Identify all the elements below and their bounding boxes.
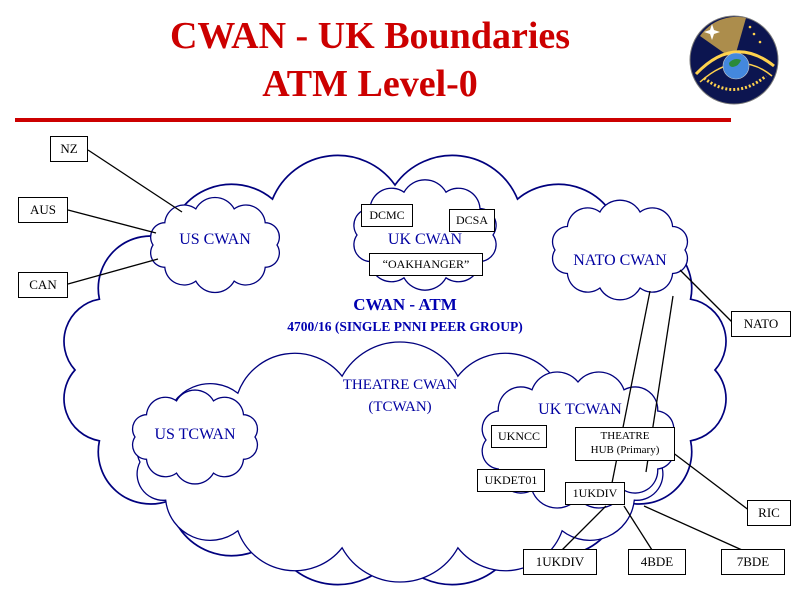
logo-dot-3	[748, 25, 752, 29]
node-box-ukncc: UKNCC	[491, 425, 547, 448]
node-box-dcmc: DCMC	[361, 204, 413, 227]
logo-dot-1	[752, 32, 756, 36]
logo-arc-text	[703, 74, 767, 91]
node-box-oakhanger: “OAKHANGER”	[369, 253, 483, 276]
node-box-ukdet01: UKDET01	[477, 469, 545, 492]
node-box-theatre-hub: THEATRE HUB (Primary)	[575, 427, 675, 461]
theatre-cwan-label-line2: (TCWAN)	[368, 399, 432, 415]
connector-hub-ric	[671, 451, 751, 512]
theatre-hub-line1: THEATRE	[600, 430, 650, 442]
us-cwan-cloud	[150, 196, 280, 294]
nato-cwan-cloud	[551, 199, 689, 301]
connector-natocwan-nato	[679, 269, 733, 323]
theatre-hub-line2: HUB (Primary)	[590, 443, 660, 456]
node-box-nato: NATO	[731, 311, 791, 338]
slide-title-line1: CWAN - UK Boundaries	[169, 15, 571, 57]
uk-cwan-label: UK CWAN	[387, 231, 463, 248]
node-box-1ukdiv: 1UKDIV	[523, 549, 597, 576]
logo-swoosh	[694, 50, 775, 76]
node-box-aus: AUS	[18, 197, 68, 224]
node-box-dcsa: DCSA	[449, 209, 495, 232]
logo-star	[704, 24, 720, 40]
node-box-can: CAN	[18, 272, 68, 299]
theatre-cwan-label-line1: THEATRE CWAN	[342, 377, 458, 393]
logo-globe-land	[729, 59, 741, 67]
node-box-1ukdiv-inner: 1UKDIV	[565, 482, 625, 505]
title-underline	[15, 118, 731, 122]
node-box-nz: NZ	[50, 136, 88, 163]
connector-nz-uscwan	[87, 149, 183, 213]
uk-tcwan-label: UK TCWAN	[538, 401, 622, 418]
us-cwan-label: US CWAN	[179, 231, 251, 248]
connector-hub-4bde	[623, 505, 653, 551]
connector-hub-1ukdiv	[561, 505, 607, 551]
pnni-peer-group-label: 4700/16 (SINGLE PNNI PEER GROUP)	[287, 319, 523, 334]
cwan-atm-label: CWAN - ATM	[353, 295, 457, 314]
logo-dot-2	[758, 40, 762, 44]
node-box-7bde: 7BDE	[721, 549, 785, 576]
slide-title: CWAN - UK Boundaries ATM Level-0	[0, 12, 740, 108]
connector-hub-7bde	[643, 505, 743, 551]
node-box-ric: RIC	[747, 500, 791, 527]
connector-aus-uscwan	[67, 209, 157, 234]
slide-title-line2: ATM Level-0	[262, 63, 478, 105]
us-tcwan-cloud	[131, 389, 259, 485]
jwid-logo	[689, 15, 779, 105]
nato-cwan-label: NATO CWAN	[573, 252, 667, 269]
connector-can-uscwan	[67, 258, 159, 285]
us-tcwan-label: US TCWAN	[154, 426, 236, 443]
node-box-4bde: 4BDE	[628, 549, 686, 576]
